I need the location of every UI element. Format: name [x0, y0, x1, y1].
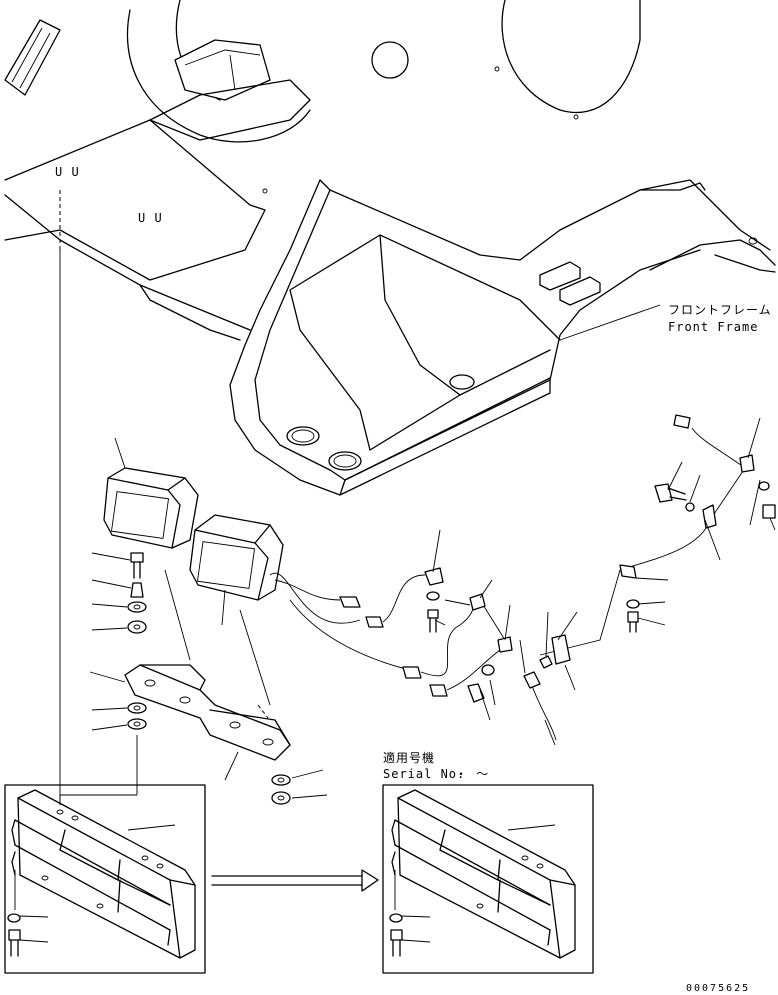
front-frame-drawing: フロントフレーム Front Frame U U U U — [4, 0, 776, 890]
front-frame-en-label: Front Frame — [668, 320, 758, 334]
wiring-harness — [269, 414, 776, 746]
serial-jp-label: 適用号機 — [383, 750, 435, 765]
lamp-guard-new-box: 適用号機 Serial No. ・ ～ — [382, 750, 594, 974]
uu-label-2: U U — [138, 211, 163, 225]
replacement-arrow — [211, 869, 379, 892]
work-lamp-left — [103, 437, 199, 549]
uu-label-1: U U — [55, 165, 80, 179]
lamp-guard-old-box — [4, 784, 206, 974]
washers-right — [271, 769, 328, 805]
mounting-bracket — [89, 569, 291, 781]
work-lamp-right — [189, 514, 284, 626]
front-frame-jp-label: フロントフレーム — [668, 303, 772, 317]
drawing-number: 00075625 — [686, 983, 750, 994]
serial-range-label: ・ ～ — [455, 767, 489, 781]
serial-en-label: Serial No. — [383, 767, 465, 781]
bolt-stack-left — [60, 552, 147, 796]
